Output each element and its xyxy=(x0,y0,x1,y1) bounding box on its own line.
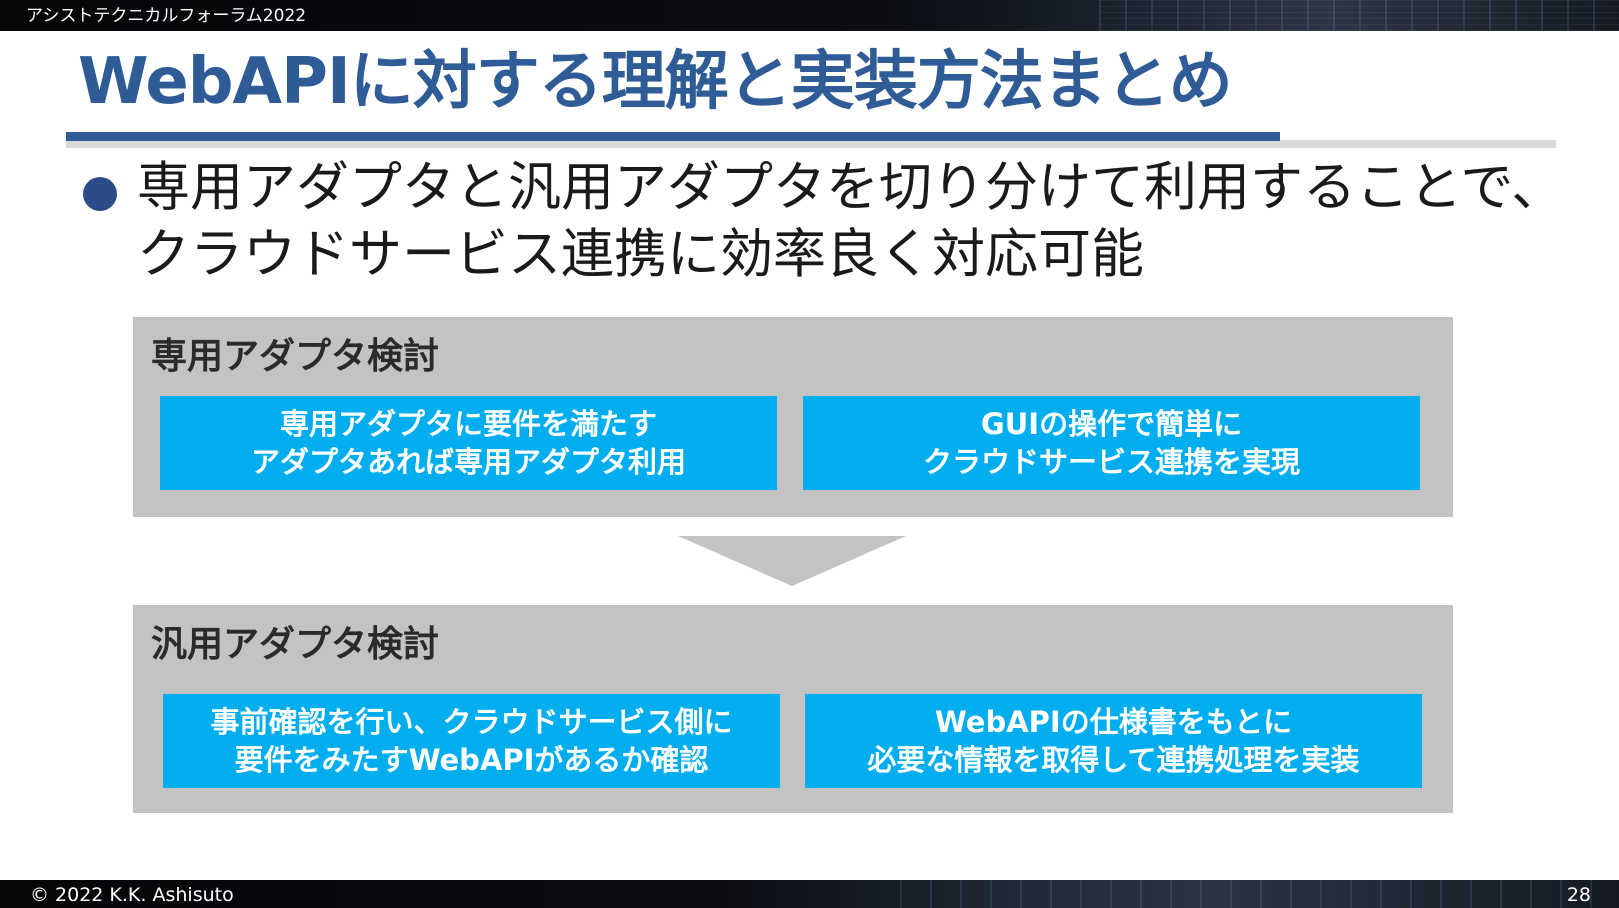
generic-adapter-card-2: WebAPIの仕様書をもとに 必要な情報を取得して連携処理を実装 xyxy=(805,694,1422,788)
bullet-line-2: クラウドサービス連携に効率良く対応可能 xyxy=(137,224,1144,285)
footer-bar: © 2022 K.K. Ashisuto 28 xyxy=(0,880,1619,908)
header-bar: アシストテクニカルフォーラム2022 xyxy=(0,0,1619,31)
dedicated-adapter-title: 専用アダプタ検討 xyxy=(151,336,440,377)
card-line: クラウドサービス連携を実現 xyxy=(922,445,1300,479)
copyright: © 2022 K.K. Ashisuto xyxy=(30,884,234,906)
card-line: 必要な情報を取得して連携処理を実装 xyxy=(867,743,1360,777)
event-name: アシストテクニカルフォーラム2022 xyxy=(26,6,307,26)
generic-adapter-card-1: 事前確認を行い、クラウドサービス側に 要件をみたすWebAPIがあるか確認 xyxy=(163,694,780,788)
card-line: 要件をみたすWebAPIがあるか確認 xyxy=(234,743,709,777)
title-underline-blue xyxy=(66,132,1280,141)
bullet-text: 専用アダプタと汎用アダプタを切り分けて利用することで、 クラウドサービス連携に効… xyxy=(137,154,1587,288)
footer-decoration xyxy=(900,880,1619,908)
bullet-dot-icon xyxy=(83,177,117,211)
card-line: 事前確認を行い、クラウドサービス側に xyxy=(210,705,733,739)
generic-adapter-title: 汎用アダプタ検討 xyxy=(151,624,440,665)
bullet-line-1: 専用アダプタと汎用アダプタを切り分けて利用することで、 xyxy=(137,157,1565,218)
dedicated-adapter-panel: 専用アダプタ検討 専用アダプタに要件を満たす アダプタあれば専用アダプタ利用 G… xyxy=(133,317,1453,517)
card-line: GUIの操作で簡単に xyxy=(980,407,1243,441)
card-line: アダプタあれば専用アダプタ利用 xyxy=(250,445,686,479)
card-line: WebAPIの仕様書をもとに xyxy=(934,705,1293,739)
card-line: 専用アダプタに要件を満たす xyxy=(279,407,657,441)
generic-adapter-panel: 汎用アダプタ検討 事前確認を行い、クラウドサービス側に 要件をみたすWebAPI… xyxy=(133,605,1453,813)
dedicated-adapter-card-1: 専用アダプタに要件を満たす アダプタあれば専用アダプタ利用 xyxy=(160,396,777,490)
dedicated-adapter-card-2: GUIの操作で簡単に クラウドサービス連携を実現 xyxy=(803,396,1420,490)
page-number: 28 xyxy=(1566,884,1591,906)
slide-title: WebAPIに対する理解と実装方法まとめ xyxy=(78,45,1233,119)
down-arrow-icon xyxy=(678,536,906,586)
title-underline-gray xyxy=(66,140,1556,148)
header-decoration xyxy=(1099,0,1619,31)
